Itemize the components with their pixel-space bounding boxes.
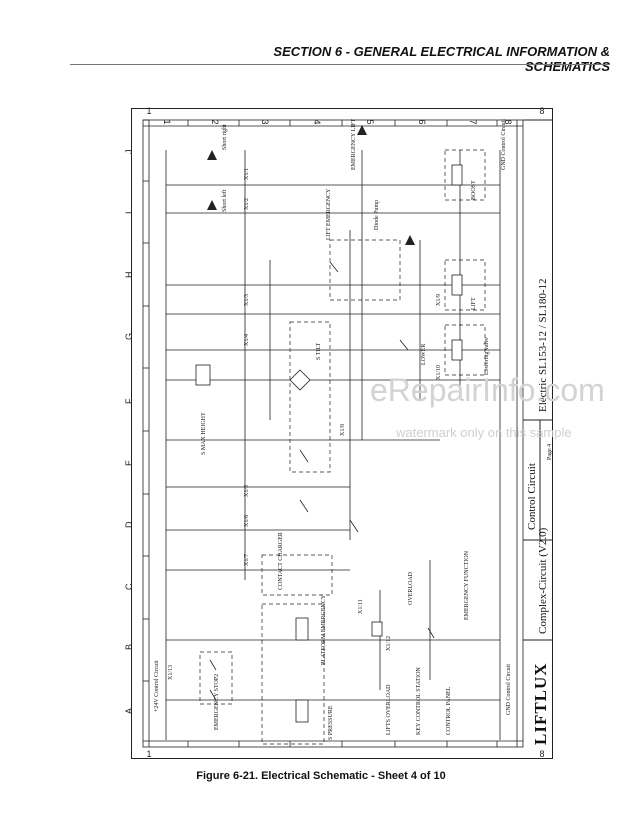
label-controller: CONTACT CHARGER xyxy=(278,532,284,590)
lift-valve-box xyxy=(444,259,486,311)
grid-letters: A B C D E F G H I J xyxy=(124,150,134,715)
grid-row-E: E xyxy=(124,460,134,466)
relay-coil-k2 xyxy=(295,617,309,641)
label-gnd-out: GND Control Circuit xyxy=(506,664,512,715)
label-s-tilt: S TILT xyxy=(316,342,322,360)
drawing-subtitle: Control Circuit xyxy=(526,463,538,530)
brand-logo-text: LIFTLUX xyxy=(531,662,550,745)
grid-col-8b: 8 xyxy=(539,749,544,759)
boost-coil xyxy=(451,164,463,186)
emergency-stop-box xyxy=(199,651,233,705)
header-rule xyxy=(70,64,610,65)
terminal: X1/11 xyxy=(358,599,364,614)
grid-col-1: 1 xyxy=(162,119,172,124)
terminal: X1/6 xyxy=(244,515,250,527)
boost-box xyxy=(444,149,486,201)
label-lower: LOWER xyxy=(421,344,427,365)
grid-col-2: 2 xyxy=(210,119,220,124)
grid-row-D: D xyxy=(124,521,134,528)
grid-col-4: 4 xyxy=(312,119,322,124)
terminal: X1/8 xyxy=(340,424,346,436)
label-overload: OVERLOAD xyxy=(408,571,414,605)
components xyxy=(195,164,463,723)
grid-row-B: B xyxy=(124,644,134,650)
label-diode-pump: Diode Pump xyxy=(374,200,380,230)
terminal: X1/4 xyxy=(244,334,250,346)
terminal: X1/13 xyxy=(168,665,174,680)
label-s-max: S MAX HEIGHT xyxy=(201,412,207,455)
watermark-main: eRepairInfo.com xyxy=(370,372,605,408)
wiring xyxy=(165,150,501,740)
label-pressure: S PRESSURE xyxy=(328,705,334,740)
relay-box xyxy=(261,603,325,745)
terminal: X1/9 xyxy=(436,294,442,306)
label-key-switch: KEY CONTROL STATION xyxy=(416,667,422,735)
grid-col-3: 3 xyxy=(260,119,270,124)
model-name: Electric SL153-12 / SL180-12 xyxy=(537,278,549,412)
grid-row-J: J xyxy=(124,150,134,155)
grid-col-1b: 1 xyxy=(146,749,151,759)
grid-col-8: 8 xyxy=(503,119,513,124)
label-lift-emergency: LIFT EMERGENCY xyxy=(326,188,332,240)
label-short-left: Short left xyxy=(221,189,228,212)
label-ct-in: +24V Control Circuit xyxy=(154,660,160,712)
lift-coil xyxy=(451,274,463,296)
grid-row-F: F xyxy=(124,398,134,404)
terminal: X1/7 xyxy=(244,554,250,566)
resistor-r4 xyxy=(371,621,383,637)
title-block xyxy=(523,119,553,641)
grid-col-8t: 8 xyxy=(539,106,544,116)
lower-coil xyxy=(451,339,463,361)
labels: +24V Control Circuit EMERGENCY STOP2 PLA… xyxy=(154,118,512,740)
terminal-labels: X1/1 X1/2 X1/3 X1/4 X1/5 X1/6 X1/7 X1/8 … xyxy=(168,168,442,680)
terminal: X1/5 xyxy=(244,485,250,497)
drawing-name: Complex-Circuit (V2.0) xyxy=(537,527,549,634)
contacts xyxy=(209,261,435,701)
terminal: X1/10 xyxy=(436,365,442,380)
label-emergency-stop: EMERGENCY STOP2 xyxy=(214,674,220,730)
grid-col-6: 6 xyxy=(417,119,427,124)
page-number: Page 4 xyxy=(547,444,553,460)
emergency-lift-box xyxy=(329,239,401,301)
grid-col-5: 5 xyxy=(365,119,375,124)
terminal: X1/12 xyxy=(386,636,392,651)
rectifier-bridge xyxy=(289,369,311,391)
grid-row-G: G xyxy=(124,333,134,340)
charger-box xyxy=(261,554,333,596)
label-ct-top: EMERGENCY LIFT xyxy=(351,118,357,170)
label-gnd-top: GND Control Circuit xyxy=(501,119,507,170)
grid-col-7: 7 xyxy=(468,119,478,124)
lower-valve-box xyxy=(444,324,486,376)
grid-frame xyxy=(142,119,524,748)
section-header: SECTION 6 - GENERAL ELECTRICAL INFORMATI… xyxy=(273,44,610,74)
grid-col-1t: 1 xyxy=(146,106,151,116)
watermark-sub: watermark only on this sample xyxy=(396,425,572,440)
grid-row-A: A xyxy=(124,708,134,714)
figure-caption: Figure 6-21. Electrical Schematic - Shee… xyxy=(196,770,446,782)
grid-row-I: I xyxy=(124,211,134,214)
grid-numbers: 1 2 3 4 5 6 7 8 1 8 1 8 xyxy=(146,106,544,759)
grid-row-C: C xyxy=(124,583,134,590)
label-control-panel: CONTROL PANEL xyxy=(446,686,452,735)
label-short-right: Short right xyxy=(222,124,228,150)
label-platform-emergency: PLATFORM EMERGENCY xyxy=(321,594,327,665)
label-lifts-overload: LIFTS OVERLOAD xyxy=(386,684,392,735)
tilt-box xyxy=(289,321,331,473)
arrows xyxy=(207,125,415,245)
label-emergency-function: EMERGENCY FUNCTION xyxy=(464,550,470,620)
terminal: X1/2 xyxy=(244,198,250,210)
terminal: X1/1 xyxy=(244,168,250,180)
tilt-sensor xyxy=(195,364,211,386)
label-lift: LIFT xyxy=(471,297,477,310)
terminal: X1/3 xyxy=(244,294,250,306)
grid-row-H: H xyxy=(124,272,134,279)
relay-coil-k1 xyxy=(295,699,309,723)
label-lower-valve: Lowering valve xyxy=(484,337,490,375)
dashed-boxes xyxy=(199,149,486,745)
schematic-frame xyxy=(131,108,553,759)
label-boost: BOOST xyxy=(471,180,477,200)
